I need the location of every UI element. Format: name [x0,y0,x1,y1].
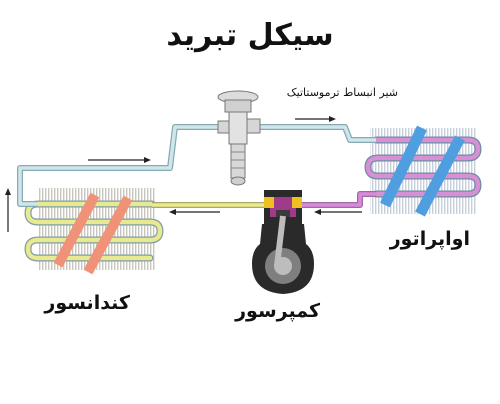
condenser-tube [25,201,163,261]
compressor [252,190,314,294]
compressor-suction-valve [292,197,302,208]
valve-outlet-outline [258,124,376,143]
evaporator-coil [364,125,482,217]
liquid-line [17,124,220,207]
compressor-piston [276,210,290,217]
flow-arrow-up [5,188,11,232]
expansion-valve [217,90,261,186]
condenser-airflow-stripe [53,192,100,268]
suction-line [302,191,376,208]
valve-inlet-port [217,120,230,134]
flow-arrow-right-top-valve [295,116,336,122]
condenser-coil [24,188,164,275]
compressor-discharge-valve [264,197,274,208]
valve-outlet-port [246,118,261,134]
condenser-label: کندانسور [44,292,130,314]
flow-arrows [5,116,362,232]
compressor-connecting-rod [274,215,286,267]
expansion-valve-label: شیر انبساط ترموستاتیک [286,86,398,99]
compressor-label: کمپرسور [235,300,320,322]
valve-outlet-line [258,124,376,143]
evaporator-airflow-stripe [380,125,427,208]
evaporator-tube [365,137,481,197]
evaporator-airflow-stripe [415,135,465,217]
flow-arrow-left-discharge [169,209,220,215]
condenser-airflow-stripe [83,195,133,275]
valve-outlet-pipe [258,125,376,142]
liquid-line-pipe [18,125,220,206]
suction-line-pipe [302,192,376,207]
valve-sensing-bulb [230,176,246,186]
page-title: سیکل تبرید [166,18,334,53]
evaporator-label: اواپراتور [389,228,470,250]
valve-power-head [224,99,252,113]
flow-arrow-left-suction [314,209,362,215]
flow-arrow-right-top-left [88,157,151,163]
valve-body [228,111,248,145]
valve-stem [230,143,246,179]
